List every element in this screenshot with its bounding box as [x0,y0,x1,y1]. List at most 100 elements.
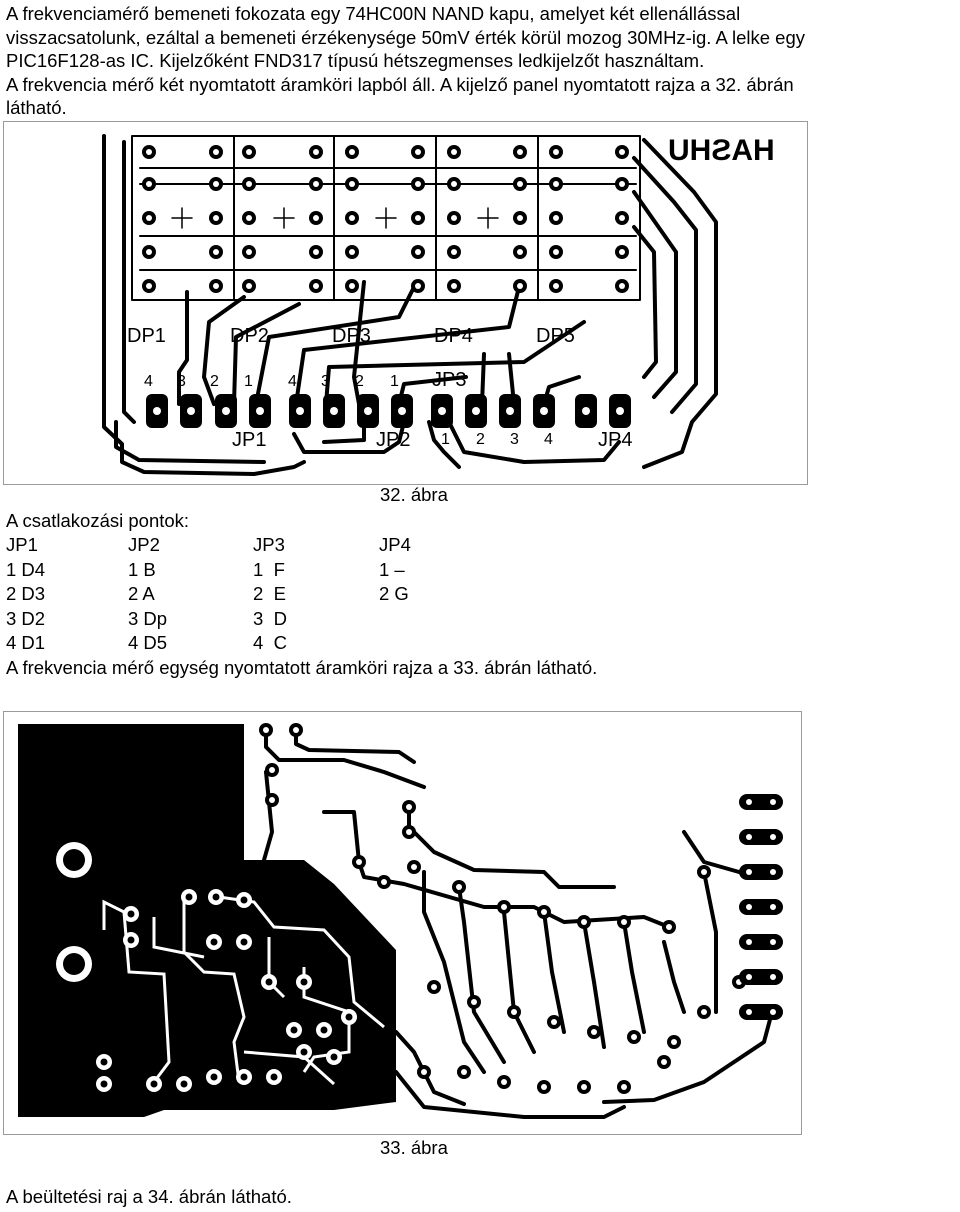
pcb-pad [246,283,252,289]
pcb-pad [246,249,252,255]
pcb-pad [551,1019,557,1025]
pcb-pad [472,407,480,415]
pcb-pad [770,1009,776,1015]
pcb-pad [746,939,752,945]
pcb-pad [265,978,273,986]
pcb-pad [213,249,219,255]
pcb-pad [185,893,193,901]
pcb-pad [619,181,625,187]
pcb-pad [451,215,457,221]
pcb-pad [269,797,275,803]
pcb-pad [246,149,252,155]
pcb-pad [146,249,152,255]
para-2-text: A frekvencia mérő egység nyomtatott áram… [6,657,598,678]
pin-number: 3 [510,431,519,448]
pcb-pad [127,936,135,944]
pcb-pad [146,149,152,155]
pcb-pad [415,181,421,187]
pcb-pad [621,1084,627,1090]
pcb-pad [619,283,625,289]
pcb-pad [501,904,507,910]
pcb-pad [631,1034,637,1040]
pcb-pad [270,1073,278,1081]
display-pcb-drawing: UHƧAH DP1 DP2 DP3 DP4 DP5 4 3 2 1 4 3 2 … [102,134,775,476]
pcb-pad [770,799,776,805]
pcb-pad [349,249,355,255]
pcb-pad [213,283,219,289]
pcb-pad [770,869,776,875]
pcb-pad [619,149,625,155]
pcb-pad [553,149,559,155]
pcb-pad [739,864,783,880]
pcb-pad [746,869,752,875]
pcb-pad [330,1053,338,1061]
pcb-pad [213,181,219,187]
pcb-pad [517,215,523,221]
pcb-pad [451,249,457,255]
pcb-pad [300,1048,308,1056]
pcb-pad [746,904,752,910]
pcb-pad [421,1069,427,1075]
pin-cell: 2 E [253,583,286,604]
connector-label-jp1: JP1 [232,429,266,451]
pcb-pad [398,407,406,415]
pin-number: 2 [355,373,364,390]
pcb-pad [153,407,161,415]
pin-cell: 3 Dp [128,608,168,629]
pcb-pad [666,924,672,930]
pin-cell: 3 D [253,608,287,629]
pcb-pad [345,1013,353,1021]
pin-number: 1 [244,373,253,390]
pcb-pad [213,215,219,221]
pins-header-jp4: JP4 [379,534,411,555]
pcb-pad [746,834,752,840]
intro-line-2: visszacsatolunk, ezáltal a bemeneti érzé… [6,26,805,48]
counter-pcb-drawing [18,723,783,1119]
pcb-pad [621,919,627,925]
pcb-pad [746,799,752,805]
pcb-pad [619,215,625,221]
intro-line-4: A frekvencia mérő két nyomtatott áramkör… [6,73,794,95]
pcb-pad [739,969,783,985]
pcb-pad [517,283,523,289]
intro-line-1: A frekvenciamérő bemeneti fokozata egy 7… [6,3,741,24]
counter-pcb-pads [56,723,783,1094]
pcb-pad [146,215,152,221]
pcb-pad [511,1009,517,1015]
figure-33-counter-pcb [3,711,802,1135]
pcb-pad [256,407,264,415]
intro-line-3: PIC16F128-as IC. Kijelzőként FND317 típu… [6,50,705,71]
pcb-pad [213,149,219,155]
pcb-pad [770,974,776,980]
footer-text: A beültetési raj a 34. ábrán látható. [6,1186,292,1207]
pcb-pad [100,1080,108,1088]
pin-number: 1 [390,373,399,390]
pin-number: 3 [321,373,330,390]
pin-cell: 2 G [379,583,409,604]
pcb-pad [581,1084,587,1090]
pcb-pad [313,149,319,155]
pcb-pad [541,1084,547,1090]
pcb-pad [187,407,195,415]
pcb-pad [313,249,319,255]
pins-header-row: JP1 JP2 JP3 JP4 [6,533,606,557]
pcb-pad [364,407,372,415]
pcb-pad [313,181,319,187]
pcb-pad [517,149,523,155]
dp-label-1: DP1 [127,325,166,347]
pin-cell: 1 – [379,559,405,580]
pins-heading-text: A csatlakozási pontok: [6,510,190,531]
pcb-pad [313,215,319,221]
pcb-pad [246,181,252,187]
pcb-pad [406,804,412,810]
pcb-pad [671,1039,677,1045]
pcb-pad [739,1004,783,1020]
pin-cell: 3 D2 [6,608,46,629]
pcb-pad [506,407,514,415]
pcb-pad [661,1059,667,1065]
pcb-pad [411,864,417,870]
pins-row: 2 D3 2 A 2 E 2 G [6,582,606,606]
pcb-pad [581,919,587,925]
pcb-pad [517,249,523,255]
pins-heading: A csatlakozási pontok: [6,509,606,533]
